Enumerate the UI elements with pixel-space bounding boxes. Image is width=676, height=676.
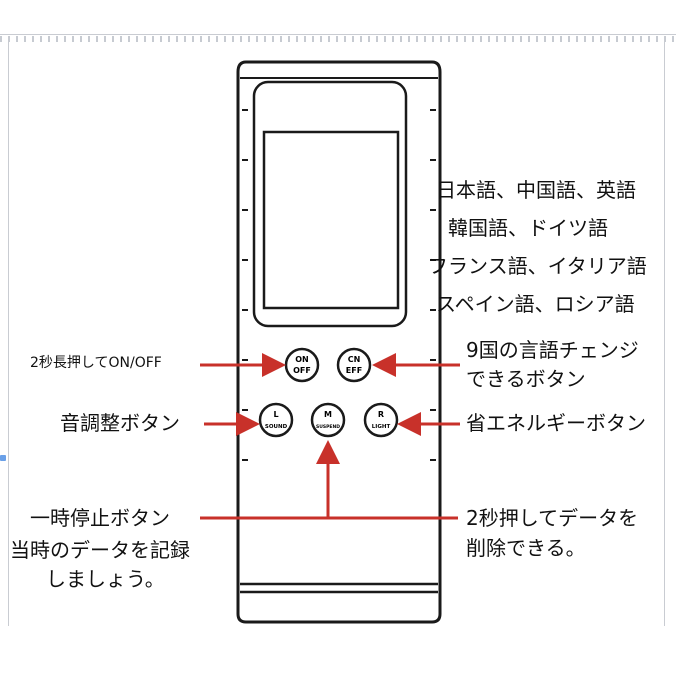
blue-marker bbox=[0, 455, 6, 461]
languages-line-2: 韓国語、ドイツ語 bbox=[448, 216, 608, 240]
button-m-suspend-line2: SUSPEND bbox=[316, 424, 340, 430]
button-r-light-line2: LIGHT bbox=[372, 424, 391, 430]
annotation-pause-1: 一時停止ボタン bbox=[30, 506, 170, 530]
ruler-strip bbox=[0, 36, 676, 42]
screen bbox=[262, 130, 400, 310]
left-border-line bbox=[8, 36, 9, 626]
button-r-light: R LIGHT bbox=[363, 402, 399, 438]
button-on-off: ON OFF bbox=[284, 347, 320, 383]
button-r-light-line1: R bbox=[378, 410, 384, 419]
annotation-power: 2秒長押してON/OFF bbox=[30, 355, 162, 371]
side-grip-left bbox=[242, 109, 248, 461]
annotation-sound: 音調整ボタン bbox=[60, 411, 180, 435]
button-l-sound-line1: L bbox=[273, 410, 278, 419]
button-l-sound-line2: SOUND bbox=[265, 424, 288, 430]
annotation-language-change-2: できるボタン bbox=[466, 367, 586, 391]
annotation-pause-3: しましょう。 bbox=[46, 567, 165, 591]
annotation-delete-1: 2秒押してデータを bbox=[466, 506, 639, 530]
button-m-suspend: M SUSPEND bbox=[310, 402, 346, 438]
button-cn-eff-line2: EFF bbox=[346, 366, 362, 375]
button-cn-eff: CN EFF bbox=[336, 347, 372, 383]
button-m-suspend-line1: M bbox=[324, 410, 332, 419]
top-border-line bbox=[0, 34, 676, 35]
languages-line-3: フランス語、イタリア語 bbox=[428, 254, 647, 278]
languages-line-1: 日本語、中国語、英語 bbox=[436, 178, 636, 202]
button-on-off-line2: OFF bbox=[293, 366, 311, 375]
right-border-line bbox=[664, 36, 665, 626]
annotation-energy-save: 省エネルギーボタン bbox=[466, 411, 646, 435]
button-on-off-line1: ON bbox=[295, 355, 309, 364]
button-l-sound: L SOUND bbox=[258, 402, 294, 438]
annotation-language-change-1: 9国の言語チェンジ bbox=[466, 338, 639, 362]
languages-line-4: スペイン語、ロシア語 bbox=[436, 292, 635, 316]
annotation-delete-2: 削除できる。 bbox=[466, 536, 586, 560]
annotation-pause-2: 当時のデータを記録 bbox=[10, 538, 190, 562]
button-cn-eff-line1: CN bbox=[348, 355, 361, 364]
side-grip-right bbox=[430, 109, 436, 461]
